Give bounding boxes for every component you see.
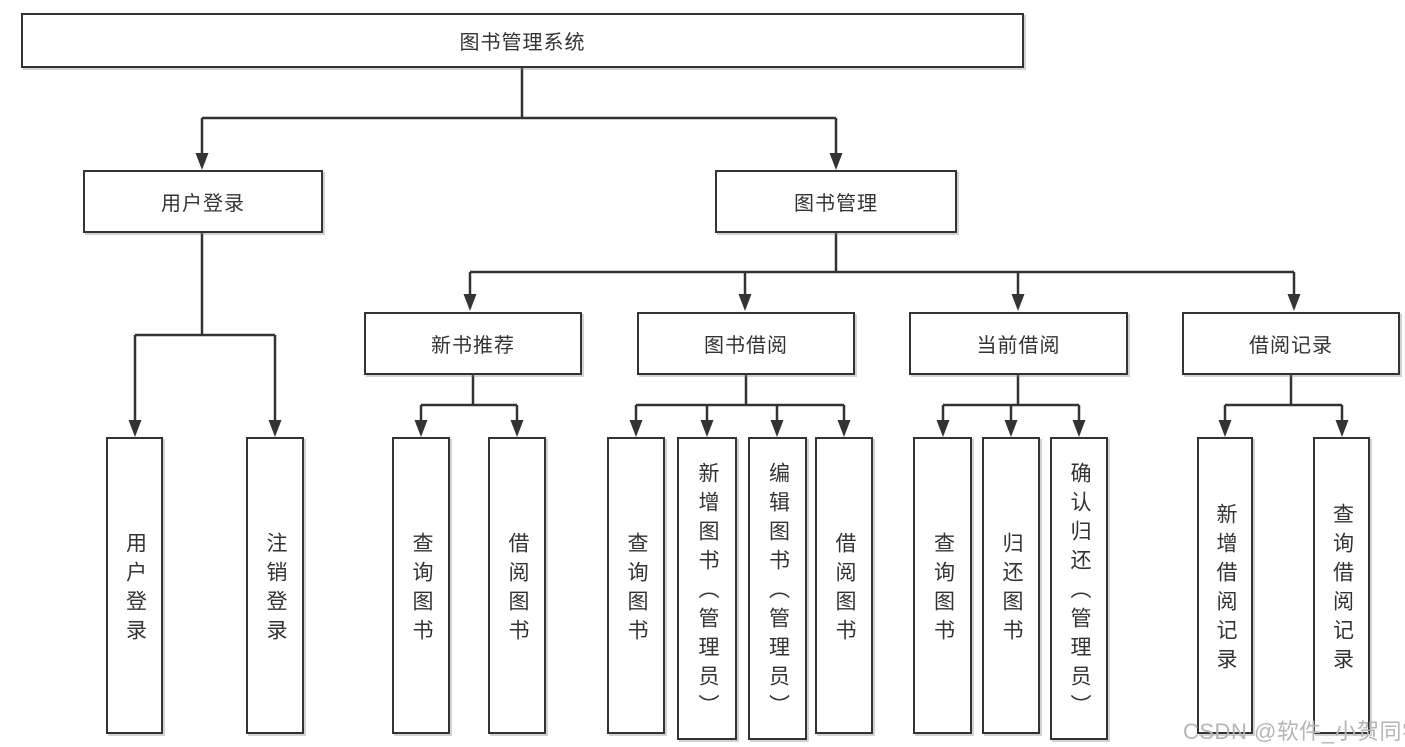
node-user-login-leaf-label: 用户登录	[123, 531, 147, 648]
connector-current-borrow-to-children	[941, 375, 1081, 421]
node-add-borrow-record-label: 新增借阅记录	[1214, 502, 1237, 677]
node-confirm-return-admin-label: 确认归还（管理员）	[1068, 462, 1091, 723]
arrowhead	[1287, 294, 1301, 311]
node-new-book-recommend-label: 新书推荐	[431, 335, 515, 357]
connector-root-to-level2	[200, 68, 838, 154]
arrowhead	[829, 153, 843, 170]
connector-book-borrow-to-children	[634, 375, 846, 421]
node-query-books-current: 查询图书	[913, 437, 972, 734]
node-borrow-record: 借阅记录	[1182, 312, 1400, 375]
node-user-login-leaf: 用户登录	[106, 437, 163, 734]
arrowhead	[268, 420, 282, 437]
arrowhead	[1072, 420, 1086, 437]
arrowhead	[629, 420, 643, 437]
node-current-borrow: 当前借阅	[909, 312, 1128, 375]
node-add-books-admin: 新增图书（管理员）	[677, 437, 737, 740]
node-confirm-return-admin: 确认归还（管理员）	[1050, 437, 1108, 740]
node-borrow-books-recommend: 借阅图书	[488, 437, 546, 734]
arrowhead	[1218, 420, 1232, 437]
node-query-borrow-record: 查询借阅记录	[1313, 437, 1370, 734]
node-query-books-recommend-label: 查询图书	[410, 531, 433, 648]
arrowhead	[128, 420, 142, 437]
arrowhead	[837, 420, 851, 437]
arrowhead	[195, 153, 209, 170]
connector-borrow-record-to-children	[1223, 375, 1344, 421]
node-return-books-label: 归还图书	[1000, 531, 1023, 648]
node-book-management-label: 图书管理	[794, 193, 878, 215]
node-query-books-borrow: 查询图书	[607, 437, 665, 734]
watermark: CSDN @软件_小贺同学	[1183, 719, 1405, 744]
node-query-books-recommend: 查询图书	[392, 437, 450, 734]
arrowhead	[738, 294, 752, 311]
node-query-borrow-record-label: 查询借阅记录	[1330, 502, 1354, 677]
node-borrow-record-label: 借阅记录	[1249, 335, 1333, 357]
node-logout-leaf-label: 注销登录	[264, 531, 287, 648]
node-query-books-borrow-label: 查询图书	[625, 531, 648, 648]
node-current-borrow-label: 当前借阅	[976, 335, 1061, 357]
arrowhead	[936, 420, 950, 437]
connector-new-book-recommend-to-children	[419, 375, 519, 421]
node-edit-books-admin: 编辑图书（管理员）	[748, 437, 807, 740]
arrowhead	[1335, 420, 1349, 437]
arrowhead	[463, 294, 477, 311]
node-return-books: 归还图书	[982, 437, 1040, 734]
arrowhead	[1004, 420, 1018, 437]
node-book-borrow: 图书借阅	[637, 312, 855, 375]
node-borrow-books-leaf: 借阅图书	[815, 437, 873, 734]
node-borrow-books-recommend-label: 借阅图书	[506, 531, 529, 648]
node-query-books-current-label: 查询图书	[931, 531, 955, 648]
node-book-borrow-label: 图书借阅	[704, 335, 788, 357]
connector-book-management-to-level3	[468, 233, 1296, 295]
node-root: 图书管理系统	[21, 13, 1024, 68]
node-logout-leaf: 注销登录	[246, 437, 304, 734]
node-add-books-admin-label: 新增图书（管理员）	[696, 462, 719, 723]
node-edit-books-admin-label: 编辑图书（管理员）	[766, 462, 790, 723]
node-user-login: 用户登录	[83, 170, 323, 233]
arrowhead	[770, 420, 784, 437]
arrowhead	[700, 420, 714, 437]
arrowhead	[414, 420, 428, 437]
connector-user-login-to-children	[133, 233, 277, 421]
node-user-login-label: 用户登录	[161, 193, 245, 215]
node-borrow-books-leaf-label: 借阅图书	[833, 531, 856, 648]
node-add-borrow-record: 新增借阅记录	[1197, 437, 1253, 734]
arrowhead	[510, 420, 524, 437]
node-book-management: 图书管理	[715, 170, 957, 233]
node-new-book-recommend: 新书推荐	[364, 312, 582, 375]
arrowhead	[1011, 294, 1025, 311]
node-root-label: 图书管理系统	[459, 32, 586, 54]
